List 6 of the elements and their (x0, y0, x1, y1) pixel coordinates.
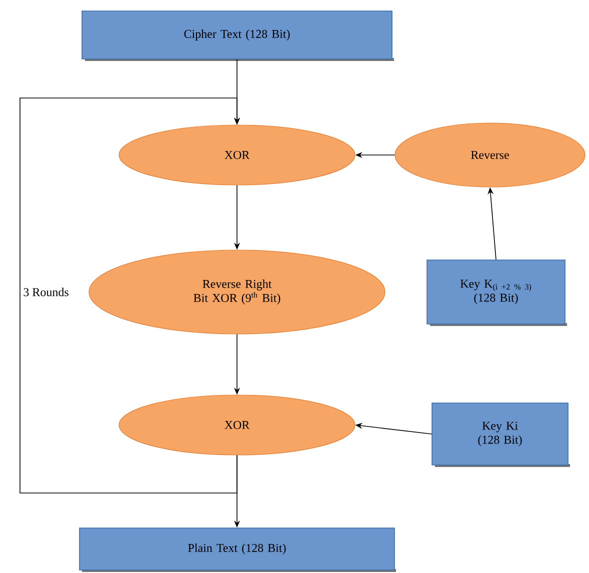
arrow (20, 98, 240, 494)
key-box: Key Ki (128 Bit) (432, 402, 570, 467)
key-box: Key K$_{(i +2 % 3)}$ (128 Bit) (426, 260, 567, 326)
text-box: Cipher Text (128 Bit) (82, 10, 394, 61)
edge-label: 3 Rounds (24, 288, 68, 296)
text-box: Plain Text (128 Bit) (79, 528, 396, 572)
